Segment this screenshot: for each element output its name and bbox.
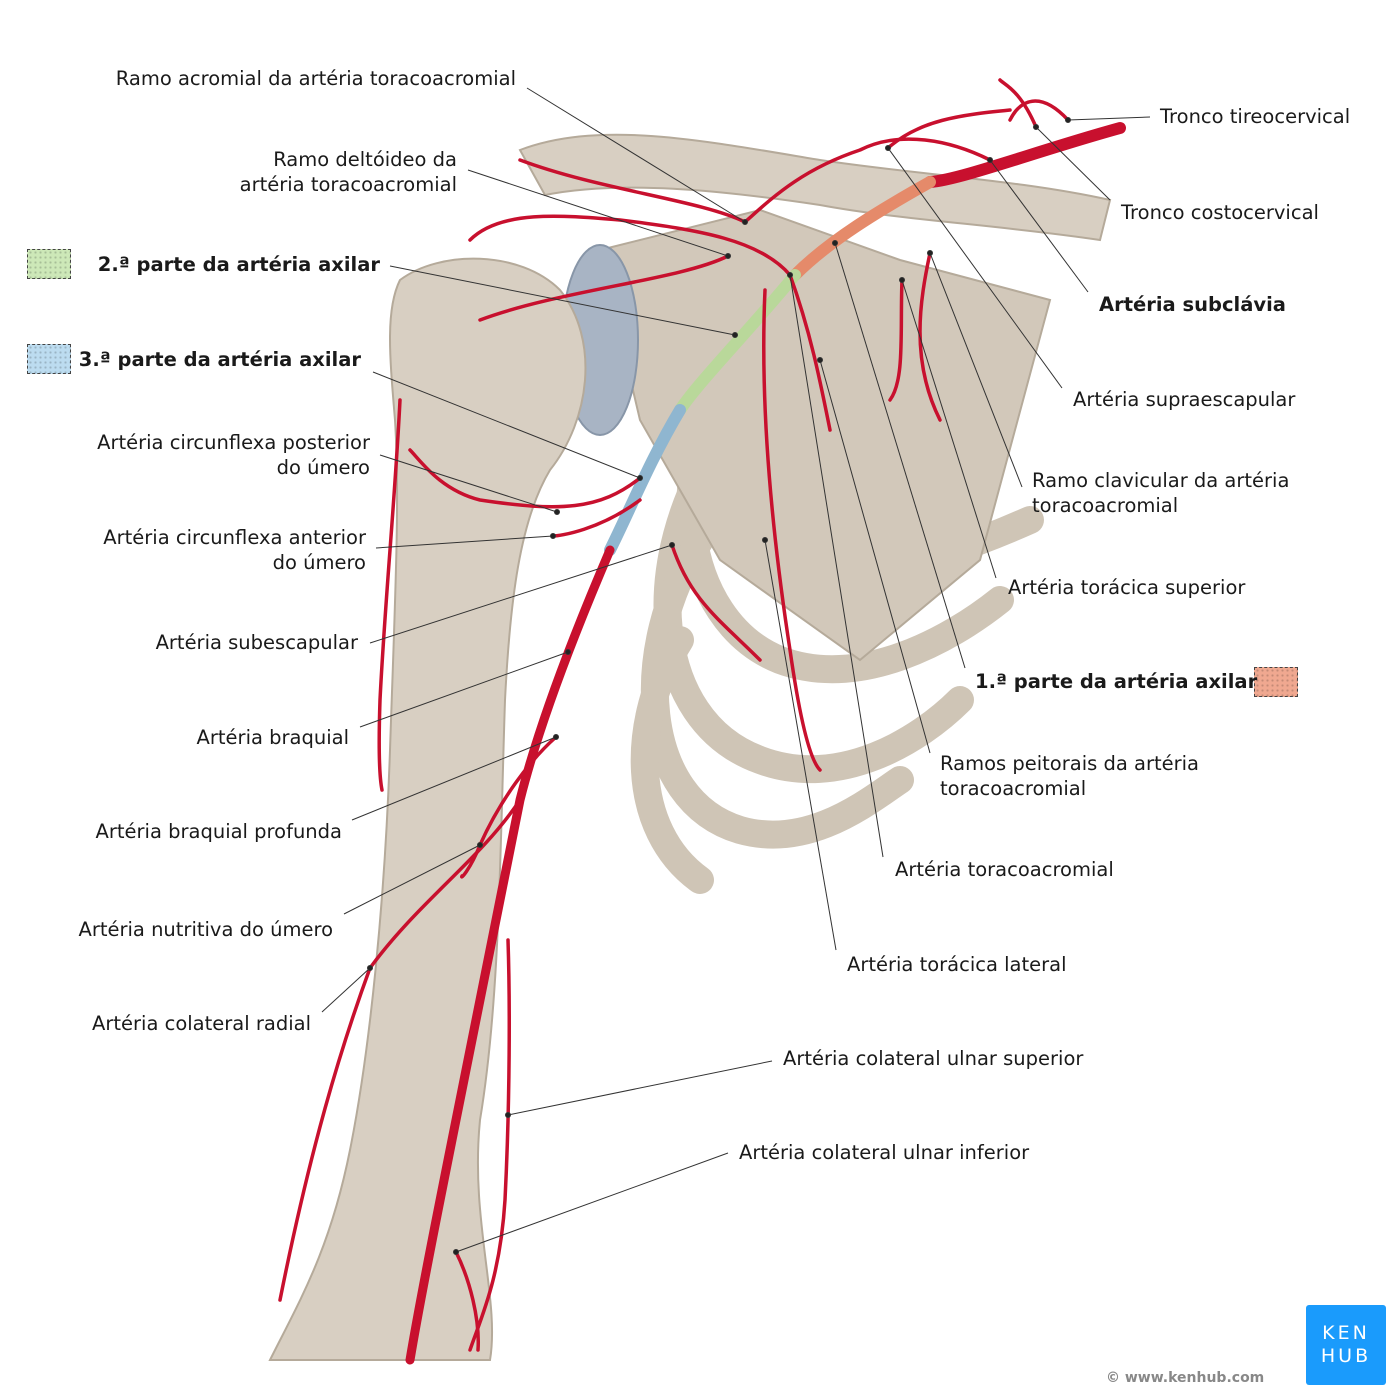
- label-thyrocervical-trunk: Tronco tireocervical: [1160, 105, 1351, 128]
- label-acromial-branch: Ramo acromial da artéria toracoacromial: [115, 67, 516, 90]
- label-suprascapular: Artéria supraescapular: [1073, 388, 1296, 411]
- legend-swatch-part-1: [1254, 667, 1298, 697]
- label-subclavian-artery: Artéria subclávia: [1099, 293, 1286, 316]
- axillary-part-1: [789, 176, 936, 281]
- bones: [268, 133, 1112, 1361]
- label-costocervical-trunk: Tronco costocervical: [1121, 201, 1319, 224]
- label-superior-ulnar-collateral: Artéria colateral ulnar superior: [783, 1047, 1084, 1070]
- copyright-text: © www.kenhub.com: [1106, 1370, 1265, 1386]
- axillary-part-3: [604, 404, 686, 556]
- label-lateral-thoracic: Artéria torácica lateral: [847, 953, 1067, 976]
- label-inferior-ulnar-collateral: Artéria colateral ulnar inferior: [739, 1141, 1030, 1164]
- label-radial-collateral: Artéria colateral radial: [92, 1012, 311, 1035]
- label-axillary-part-3: 3.ª parte da artéria axilar: [78, 348, 361, 371]
- humerus: [268, 257, 587, 1361]
- label-subscapular: Artéria subescapular: [155, 631, 358, 654]
- scapula: [598, 208, 1052, 662]
- label-thoracoacromial: Artéria toracoacromial: [895, 858, 1114, 881]
- brachial-artery: [405, 545, 615, 1365]
- arteries: [278, 78, 1126, 1365]
- label-axillary-part-1: 1.ª parte da artéria axilar: [975, 670, 1258, 693]
- label-nutrient-humeral: Artéria nutritiva do úmero: [78, 918, 333, 941]
- axillary-part-2: [674, 269, 801, 416]
- legend-swatch-part-2: [27, 249, 71, 279]
- label-brachial: Artéria braquial: [196, 726, 349, 749]
- label-axillary-part-2: 2.ª parte da artéria axilar: [97, 253, 380, 276]
- leader-lines: [321, 87, 1151, 1255]
- label-deep-brachial: Artéria braquial profunda: [95, 820, 342, 843]
- label-superior-thoracic: Artéria torácica superior: [1008, 576, 1246, 599]
- legend-swatch-part-3: [27, 344, 71, 374]
- subclavian-artery: [924, 122, 1126, 188]
